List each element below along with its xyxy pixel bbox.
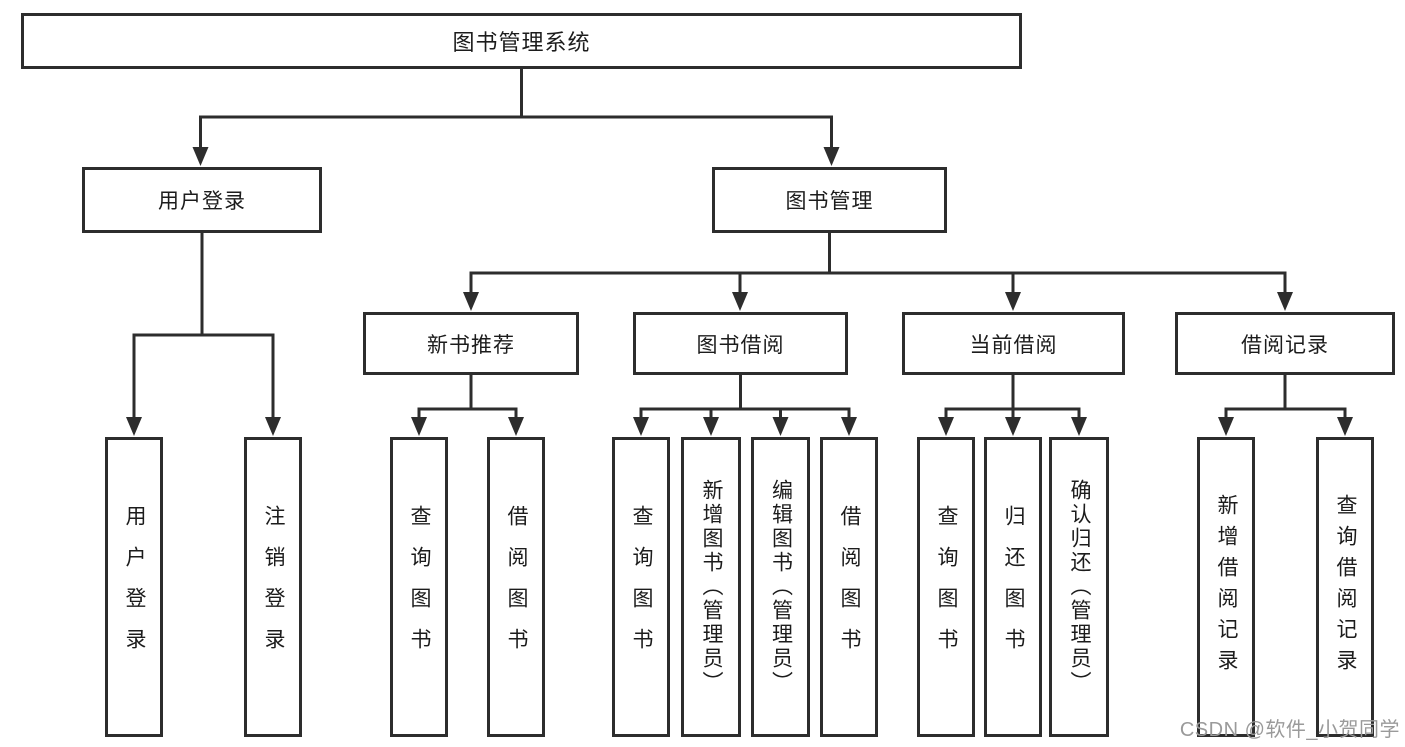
leaf-query-books-2: 查询图书 [612,437,670,737]
leaf-add-borrow-record: 新增借阅记录 [1197,437,1255,737]
leaf-label: 注销登录 [262,505,285,669]
leaf-label: 确认归还（管理员） [1068,479,1091,695]
leaf-label: 查询图书 [935,505,958,669]
leaf-add-book-admin: 新增图书（管理员） [681,437,741,737]
node-book-borrowing: 图书借阅 [633,312,848,375]
leaf-label: 借阅图书 [838,505,861,669]
watermark-text: CSDN @软件_小贺同学 [1179,719,1400,741]
node-book-management: 图书管理 [712,167,947,233]
node-current-borrowing: 当前借阅 [902,312,1125,375]
leaf-borrow-books-1: 借阅图书 [487,437,545,737]
leaf-logout: 注销登录 [244,437,302,737]
leaf-label: 新增图书（管理员） [700,479,723,695]
leaf-query-borrow-record: 查询借阅记录 [1316,437,1374,737]
node-new-book-recommend: 新书推荐 [363,312,579,375]
leaf-label: 编辑图书（管理员） [769,479,793,695]
leaf-user-login: 用户登录 [105,437,163,737]
leaf-label: 查询借阅记录 [1334,494,1357,680]
leaf-edit-book-admin: 编辑图书（管理员） [751,437,810,737]
leaf-label: 借阅图书 [505,505,528,669]
leaf-query-books-3: 查询图书 [917,437,975,737]
node-user-login: 用户登录 [82,167,322,233]
leaf-label: 查询图书 [630,505,653,669]
leaf-confirm-return-admin: 确认归还（管理员） [1049,437,1109,737]
leaf-label: 归还图书 [1002,505,1025,669]
leaf-borrow-books-2: 借阅图书 [820,437,878,737]
leaf-label: 查询图书 [408,505,431,669]
leaf-query-books-1: 查询图书 [390,437,448,737]
leaf-label: 新增借阅记录 [1215,494,1238,680]
leaf-return-book: 归还图书 [984,437,1042,737]
node-root: 图书管理系统 [21,13,1022,69]
node-borrowing-records: 借阅记录 [1175,312,1395,375]
leaf-label: 用户登录 [123,505,146,669]
